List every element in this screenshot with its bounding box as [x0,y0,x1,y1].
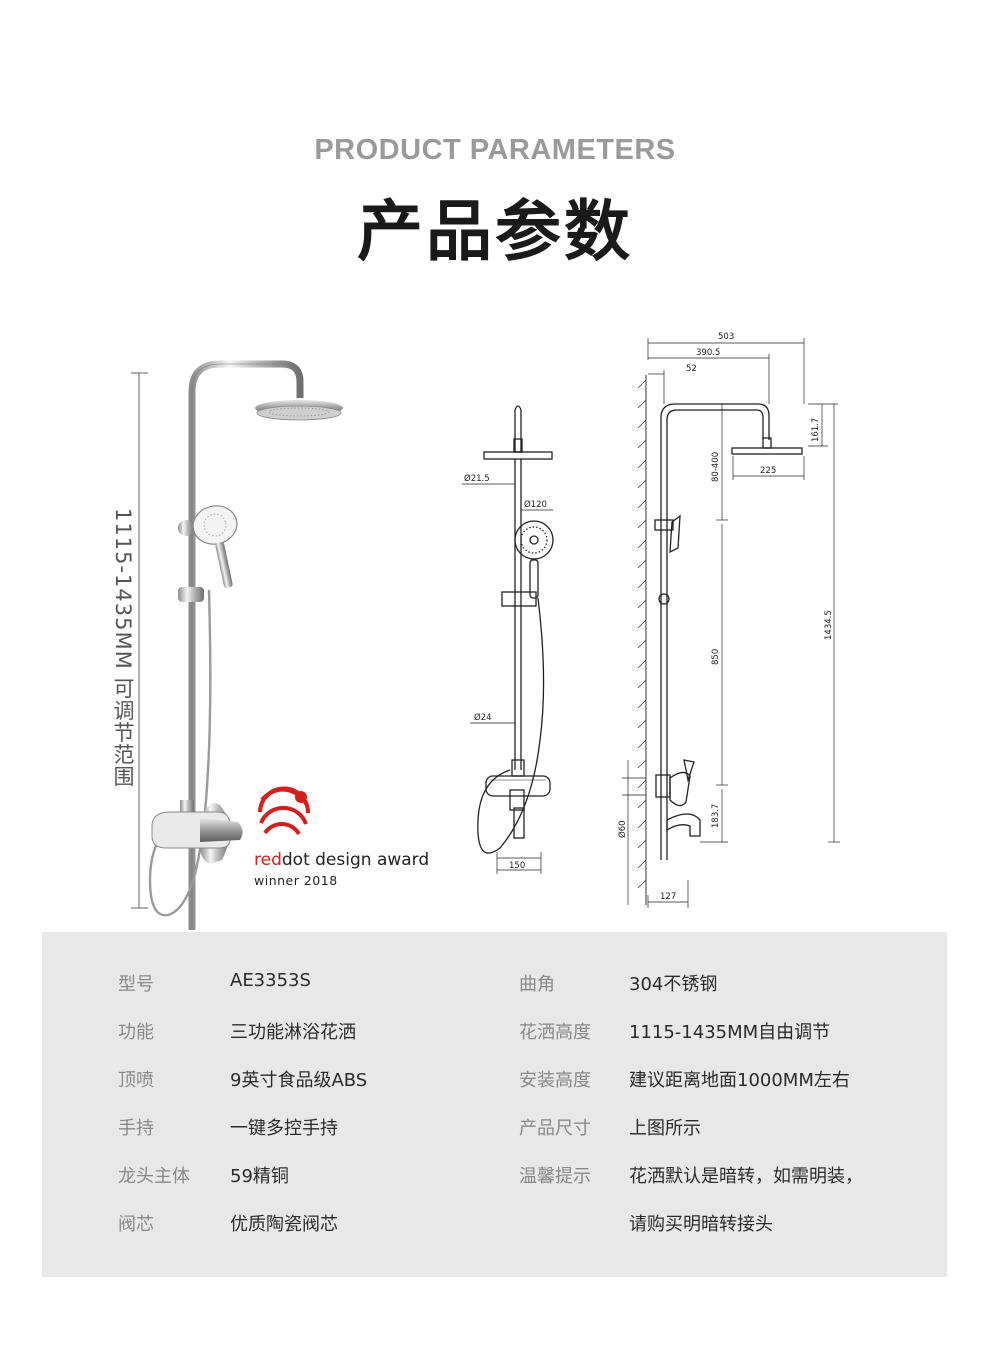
dim-side-225: 225 [760,466,776,476]
dim-side-127: 127 [660,892,676,902]
param-row: 顶喷 9英寸食品级ABS 安装高度 建议距离地面1000MM左右 [42,1066,947,1106]
reddot-logo [254,786,311,843]
dim-side-d60: Ø60 [617,820,628,838]
dim-side-80-400: 80-400 [711,452,721,482]
dim-front-handheld: Ø120 [524,499,547,510]
param-value: 304不锈钢 [629,974,718,995]
reddot-brand-red: red [254,850,282,870]
param-key: 温馨提示 [519,1166,591,1187]
parameters-panel: 型号 AE3353S 曲角 304不锈钢 功能 三功能淋浴花洒 花洒高度 111… [42,932,947,1277]
param-value: 上图所示 [629,1118,701,1139]
param-row: 龙头主体 59精铜 温馨提示 花洒默认是暗转，如需明装， [42,1162,947,1202]
front-drawing [477,405,554,854]
dim-side-1434: 1434.5 [824,610,834,640]
param-value: 建议距离地面1000MM左右 [629,1070,850,1091]
reddot-award-year: winner 2018 [254,873,338,888]
param-value: 一键多控手持 [230,1118,338,1139]
product-figure: Ø21.5 Ø120 Ø24 150 [0,320,990,932]
param-key: 阀芯 [118,1214,154,1235]
height-range-label: 1115-1435MM 可调节范围 [111,508,135,788]
param-key: 龙头主体 [118,1166,190,1187]
param-value: 三功能淋浴花洒 [230,1022,356,1043]
param-key: 安装高度 [519,1070,591,1091]
param-key: 花洒高度 [519,1022,591,1043]
dim-front-top: Ø21.5 [464,473,490,484]
dim-side-850: 850 [711,649,721,665]
param-row: 型号 AE3353S 曲角 304不锈钢 [42,970,947,1010]
param-key: 曲角 [519,974,555,995]
title-english: PRODUCT PARAMETERS [314,134,676,166]
param-value: 9英寸食品级ABS [230,1070,368,1091]
dim-side-161: 161.7 [811,418,821,442]
dim-side-52: 52 [686,364,697,374]
param-value: 59精铜 [230,1166,289,1187]
param-key: 功能 [118,1022,154,1043]
param-value: AE3353S [230,970,311,991]
param-key: 产品尺寸 [519,1118,591,1139]
param-value: 1115-1435MM自由调节 [629,1022,831,1043]
param-key: 型号 [118,974,154,995]
param-row: 阀芯 优质陶瓷阀芯 请购买明暗转接头 [42,1210,947,1250]
front-dim-lines [462,483,553,874]
param-row: 手持 一键多控手持 产品尺寸 上图所示 [42,1114,947,1154]
param-key: 手持 [118,1118,154,1139]
param-value: 优质陶瓷阀芯 [230,1214,338,1235]
dim-side-503: 503 [718,332,734,342]
product-drawings: Ø21.5 Ø120 Ø24 150 [131,332,840,930]
shower-photo [148,360,343,930]
range-bracket [131,372,148,909]
reddot-award-text: reddot design award [254,850,429,870]
reddot-brand-dot: dot [281,850,310,870]
dim-front-width: 150 [509,861,525,871]
title-chinese: 产品参数 [357,193,633,270]
param-row: 功能 三功能淋浴花洒 花洒高度 1115-1435MM自由调节 [42,1018,947,1058]
param-value: 花洒默认是暗转，如需明装， [629,1166,863,1187]
param-key: 顶喷 [118,1070,154,1091]
param-value: 请购买明暗转接头 [629,1214,773,1235]
side-dim-lines [622,338,840,908]
dim-side-390: 390.5 [696,348,720,358]
dim-side-183: 183.7 [711,804,721,828]
dim-front-bar: Ø24 [474,712,492,723]
side-drawing [637,375,803,905]
reddot-brand-rest: design award [309,850,430,870]
